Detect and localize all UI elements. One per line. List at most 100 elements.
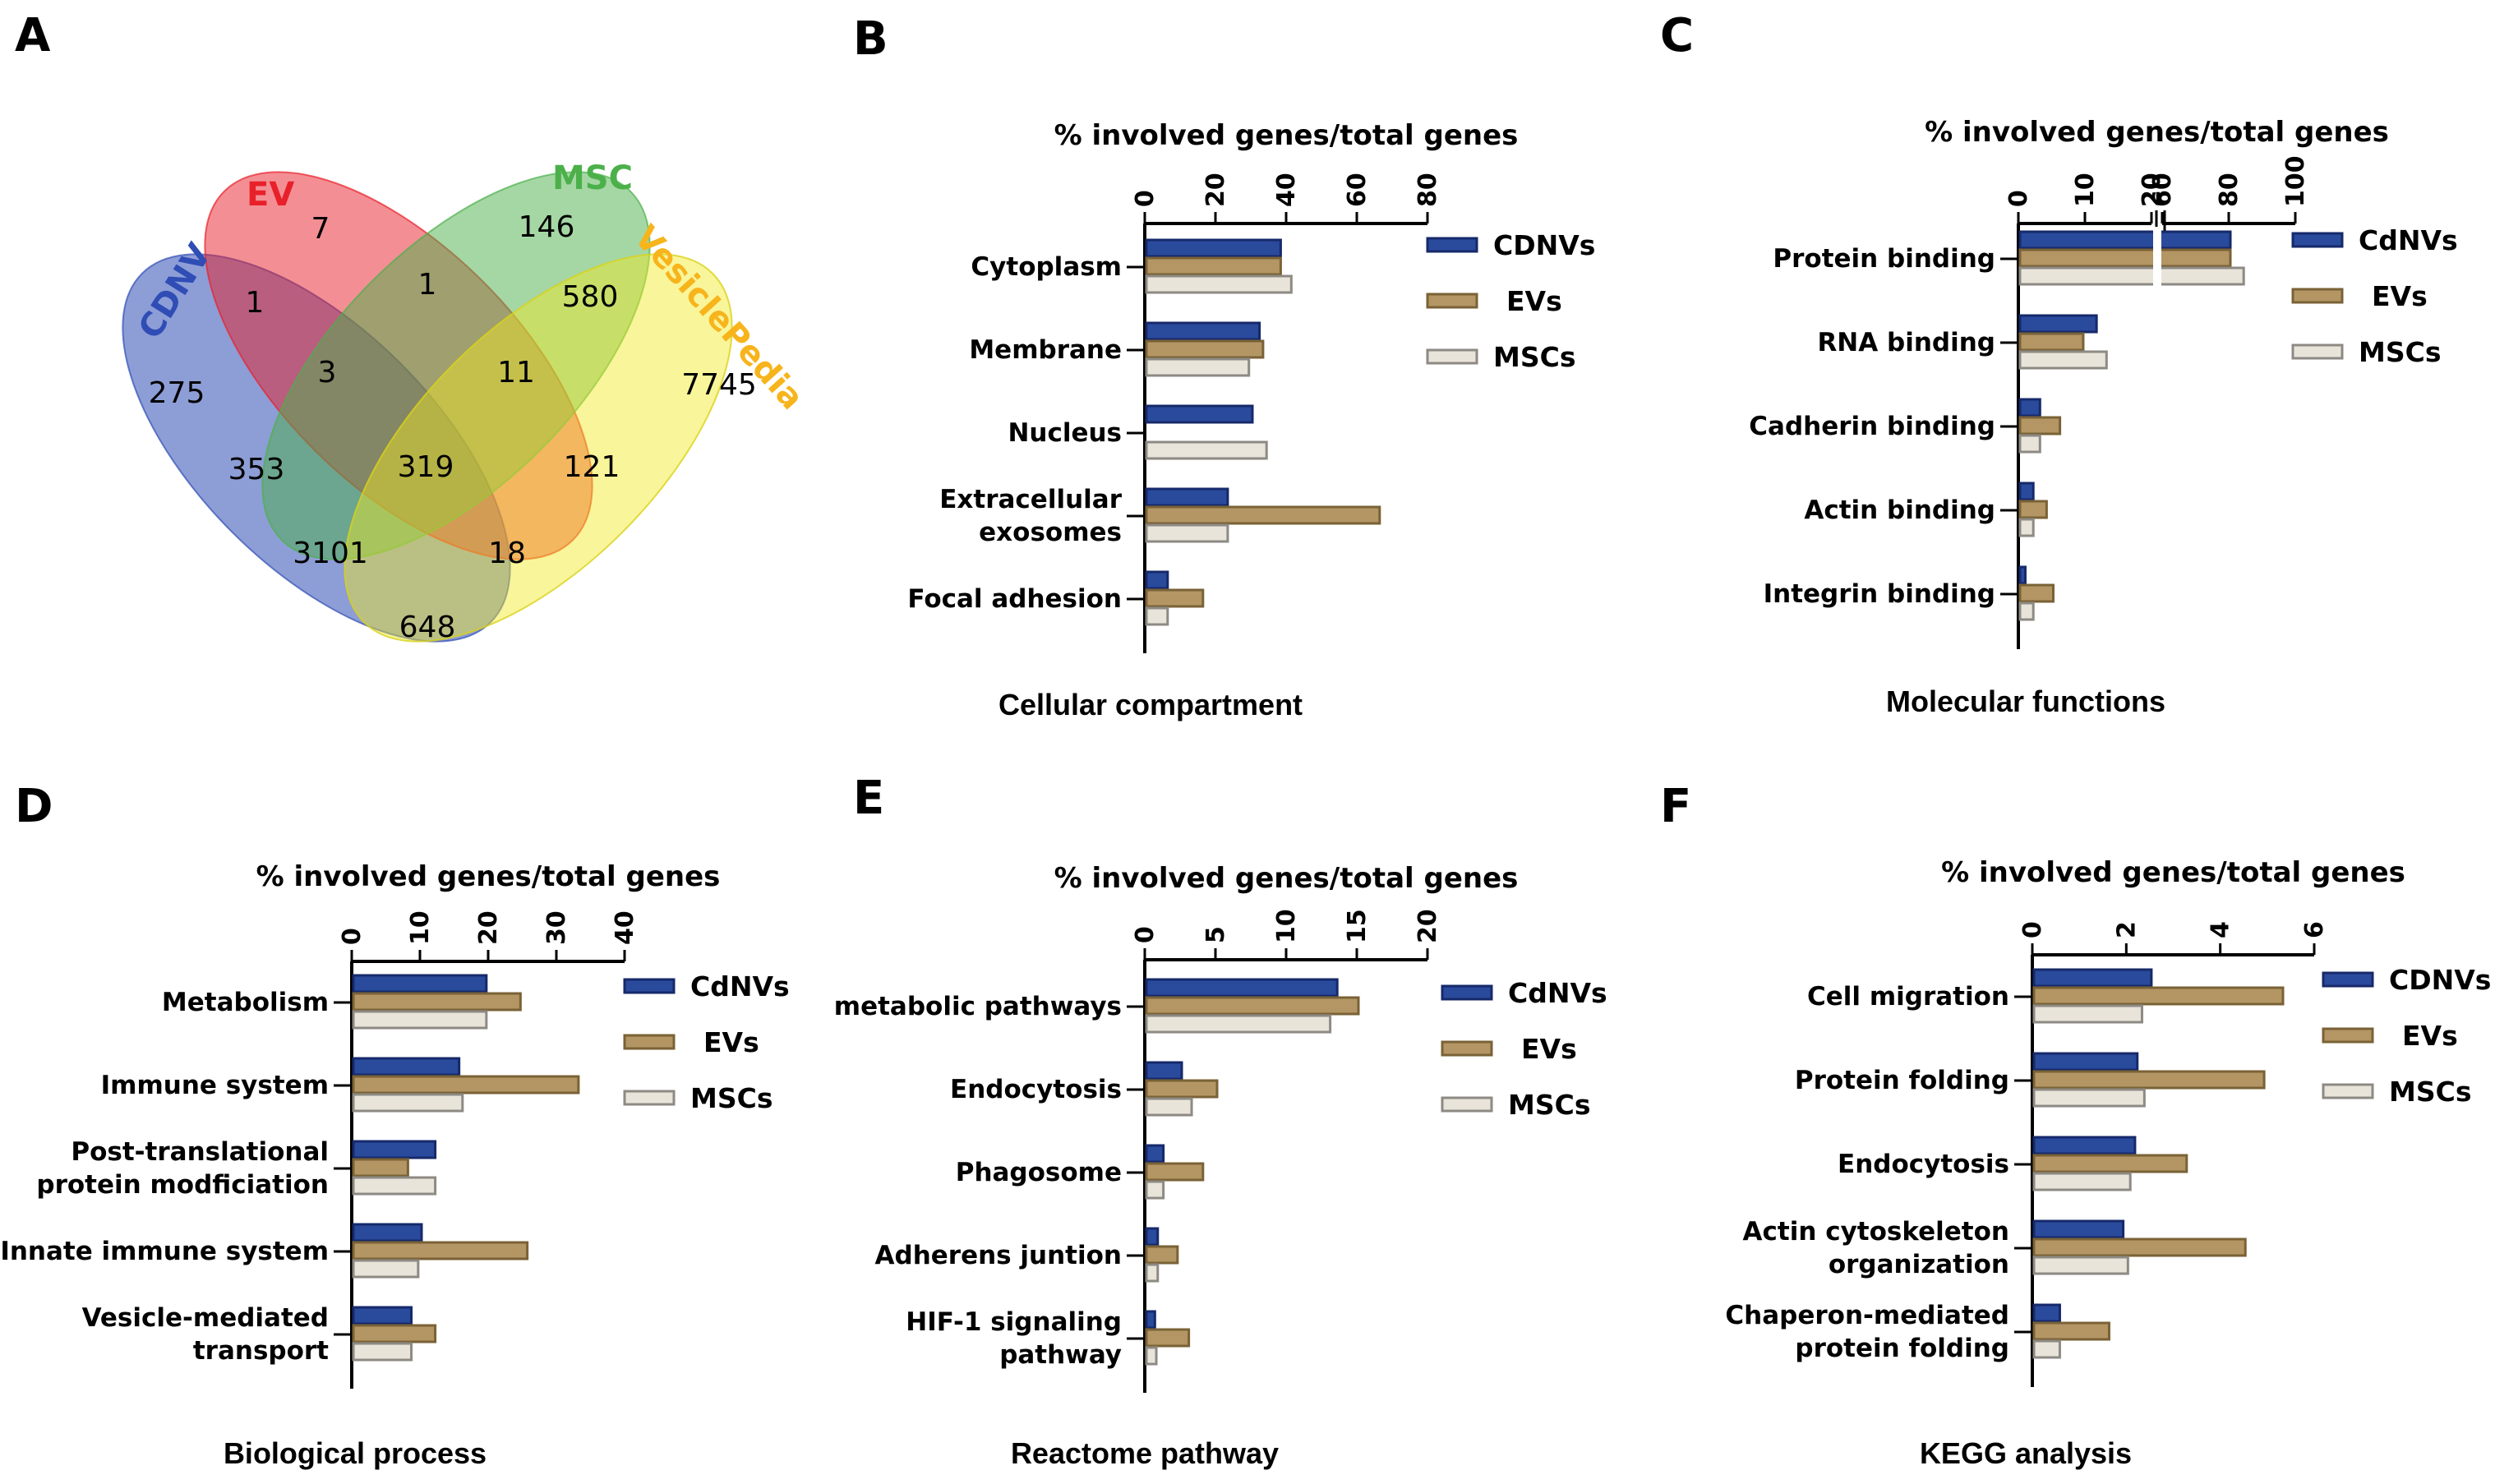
category-label: Chaperon-mediated <box>1725 1301 2009 1330</box>
x-tick-label: 10 <box>406 910 435 945</box>
venn-region-count: 353 <box>228 453 285 486</box>
category-label: Cell migration <box>1807 982 2009 1012</box>
bar-mscs <box>1145 1346 1158 1366</box>
legend-swatch <box>2291 232 2344 248</box>
bar-mscs <box>352 1342 413 1362</box>
venn-region-count: 11 <box>497 356 535 389</box>
bar-evs <box>1145 1079 1219 1099</box>
bar-mscs <box>2032 1339 2061 1359</box>
bar-evs <box>352 1158 409 1178</box>
category-label: exosomes <box>979 518 1122 547</box>
x-tick-label: 0 <box>338 928 367 945</box>
venn-region-count: 7745 <box>681 368 757 402</box>
category-label: Adherens juntion <box>875 1241 1122 1270</box>
legend-swatch <box>1441 1096 1493 1113</box>
legend-label: EVs <box>2402 1020 2458 1052</box>
bar-cdnvs <box>2032 1219 2125 1239</box>
bar-cdnvs <box>1145 978 1339 998</box>
legend-swatch <box>2291 343 2344 360</box>
bar-evs <box>2032 1154 2188 1173</box>
category-label: Integrin binding <box>1764 579 1995 609</box>
bar-evs <box>352 1241 529 1260</box>
bar-evs <box>1145 588 1205 608</box>
venn-region-count: 146 <box>519 210 575 244</box>
x-tick-label: 0 <box>2004 190 2033 207</box>
bar-mscs <box>1145 274 1293 294</box>
bar-cdnvs <box>2032 1052 2139 1072</box>
legend-swatch <box>1426 348 1478 365</box>
x-tick-label: 10 <box>2071 173 2100 207</box>
venn-region-count: 1 <box>418 268 437 302</box>
venn-region-count: 648 <box>399 611 456 644</box>
legend-label: MSCs <box>1493 341 1575 373</box>
venn-region-count: 1 <box>246 286 265 320</box>
bar-cdnvs <box>352 1306 413 1325</box>
venn-shapes <box>122 171 733 643</box>
category-label: Nucleus <box>1008 418 1122 448</box>
x-tick-label: 5 <box>1201 926 1230 943</box>
bar-evs <box>1145 1162 1205 1182</box>
category-label: Membrane <box>969 335 1122 365</box>
legend-label: CDNVs <box>1493 229 1595 261</box>
bar-mscs <box>1145 606 1169 626</box>
category-label: Cytoplasm <box>971 252 1122 282</box>
category-label: Phagosome <box>956 1158 1122 1187</box>
bar-evs <box>1145 256 1282 276</box>
axis-title: % involved genes/total genes <box>256 860 721 893</box>
venn-region-count: 3101 <box>293 537 368 570</box>
bar-cdnvs <box>1145 570 1169 590</box>
bar-cdnvs <box>2032 968 2153 988</box>
panel-caption: Cellular compartment <box>998 688 1303 721</box>
legend-swatch <box>2322 1083 2374 1099</box>
venn-region-count: 18 <box>488 537 526 570</box>
category-label: Focal adhesion <box>907 584 1122 614</box>
bar-mscs <box>352 1176 437 1196</box>
venn-region-count: 3 <box>318 356 337 389</box>
bar-cdnvs <box>2018 482 2035 501</box>
legend-swatch <box>1426 237 1478 253</box>
panel-caption: Molecular functions <box>1886 684 2165 718</box>
legend-label: MSCs <box>2359 336 2441 368</box>
legend-label: CdNVs <box>1508 977 1607 1009</box>
bar-evs <box>1145 339 1265 359</box>
category-label: Post-translational <box>71 1137 329 1167</box>
bar-mscs <box>1145 1097 1193 1117</box>
venn-label-msc: MSC <box>552 159 633 197</box>
category-label: pathway <box>999 1340 1122 1370</box>
category-label: RNA binding <box>1817 328 1995 357</box>
legend-swatch <box>623 1034 676 1050</box>
category-label: Endocytosis <box>950 1075 1122 1104</box>
x-tick-label: 60 <box>2148 173 2177 207</box>
category-label: metabolic pathways <box>834 992 1122 1021</box>
x-tick-label: 2 <box>2112 921 2141 938</box>
legend-label: CDNVs <box>2389 964 2491 996</box>
category-label: Immune system <box>101 1071 329 1100</box>
bar-mscs <box>2018 601 2035 621</box>
bar-mscs <box>2032 1088 2146 1108</box>
panel-caption: Biological process <box>224 1436 487 1470</box>
panel-caption: KEGG analysis <box>1920 1436 2132 1470</box>
panel-letter: C <box>1660 9 1694 62</box>
x-tick-label: 40 <box>1272 173 1301 207</box>
category-label: protein folding <box>1795 1334 2009 1363</box>
panel-letter: F <box>1660 780 1691 833</box>
x-tick-label: 60 <box>1343 173 1372 207</box>
bar-evs <box>2018 500 2048 519</box>
x-tick-label: 0 <box>2018 921 2047 938</box>
x-tick-label: 30 <box>542 910 571 945</box>
panel-letter-a: A <box>15 9 51 62</box>
bar-evs <box>1145 1328 1191 1348</box>
bar-evs <box>2032 1237 2247 1257</box>
bar-evs <box>1145 996 1360 1016</box>
legend-swatch <box>1441 1040 1493 1057</box>
venn-set-msc <box>261 171 651 560</box>
category-label: Protein binding <box>1773 244 1995 274</box>
bar-cdnvs <box>1145 238 1282 258</box>
bar-evs <box>1145 505 1381 525</box>
legend-label: MSCs <box>1508 1089 1590 1121</box>
x-tick-label: 15 <box>1343 909 1372 943</box>
